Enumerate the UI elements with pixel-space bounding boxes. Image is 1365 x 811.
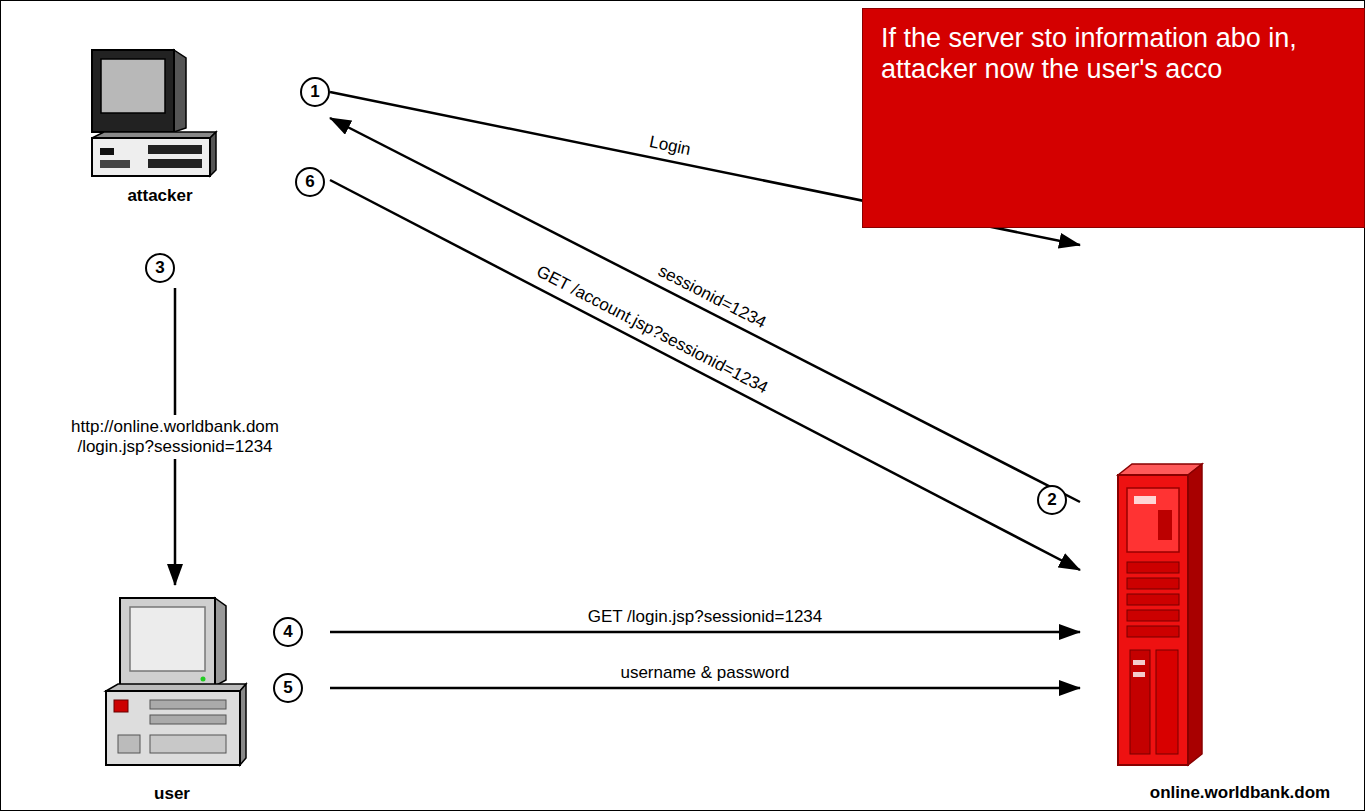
edge-label: http://online.worldbank.dom /login.jsp?s…	[45, 415, 305, 459]
callout-number: 2	[1037, 485, 1067, 515]
server-node: online.worldbank.dom	[1080, 240, 1350, 805]
user-computer-icon	[106, 598, 246, 765]
callout-number: 1	[300, 77, 330, 107]
node-label: online.worldbank.dom	[1150, 783, 1330, 803]
arrow-connector	[330, 631, 1080, 634]
edge-label: GET /account.jsp?sessionid=1234	[533, 262, 771, 399]
node-label: user	[154, 784, 190, 804]
callout-text: If the server sto information abo in, at…	[863, 9, 1364, 99]
callout-number: 6	[295, 167, 325, 197]
edge-label: Login	[648, 132, 693, 160]
computer-node: attacker	[85, 40, 330, 288]
node-label: attacker	[127, 186, 192, 206]
callout-number: 3	[145, 253, 175, 283]
arrow-connector	[330, 180, 1080, 570]
edge-label: GET /login.jsp?sessionid=1234	[588, 607, 823, 627]
attacker-computer-icon	[92, 50, 216, 176]
callout-number: 5	[273, 673, 303, 703]
arrow-connector	[330, 687, 1080, 690]
edge-label: username & password	[620, 663, 789, 683]
server-icon	[1118, 464, 1202, 765]
callout-box: If the server sto information abo in, at…	[862, 8, 1365, 228]
callout-number: 4	[273, 617, 303, 647]
edge-label: sessionid=1234	[654, 261, 769, 333]
